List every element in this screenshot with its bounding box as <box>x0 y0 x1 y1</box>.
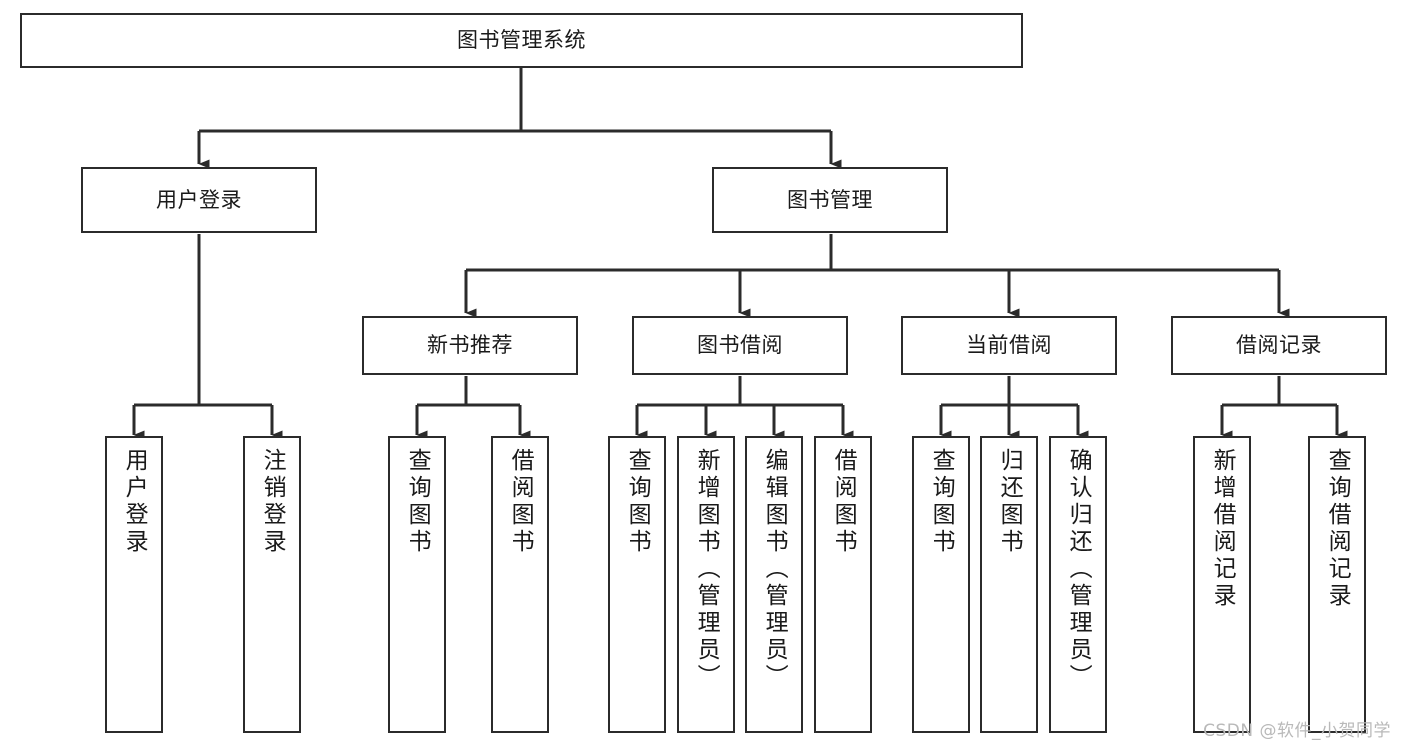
leaf-book-borrow-borrow[interactable]: 借阅图书 <box>814 436 872 733</box>
leaf-new-book-borrow-label: 借阅图书 <box>507 448 534 556</box>
node-new-book-recommend-label: 新书推荐 <box>427 333 513 358</box>
leaf-borrow-record-add[interactable]: 新增借阅记录 <box>1193 436 1251 733</box>
node-book-borrow-label: 图书借阅 <box>697 333 783 358</box>
leaf-current-borrow-query-label: 查询图书 <box>928 448 955 556</box>
leaf-book-borrow-query-label: 查询图书 <box>624 448 651 556</box>
leaf-current-borrow-confirm-return[interactable]: 确认归还（管理员） <box>1049 436 1107 733</box>
leaf-current-borrow-query[interactable]: 查询图书 <box>912 436 970 733</box>
leaf-borrow-record-query-label: 查询借阅记录 <box>1324 448 1351 610</box>
leaf-book-borrow-query[interactable]: 查询图书 <box>608 436 666 733</box>
node-user-login-label: 用户登录 <box>156 187 242 212</box>
leaf-user-login-login-label: 用户登录 <box>121 448 148 556</box>
leaf-new-book-query[interactable]: 查询图书 <box>388 436 446 733</box>
leaf-book-borrow-add-label: 新增图书（管理员） <box>693 448 720 691</box>
leaf-book-borrow-edit[interactable]: 编辑图书（管理员） <box>745 436 803 733</box>
leaf-book-borrow-edit-label: 编辑图书（管理员） <box>761 448 788 691</box>
node-borrow-record[interactable]: 借阅记录 <box>1171 316 1387 375</box>
leaf-new-book-borrow[interactable]: 借阅图书 <box>491 436 549 733</box>
node-root-system[interactable]: 图书管理系统 <box>20 13 1023 68</box>
leaf-borrow-record-add-label: 新增借阅记录 <box>1209 448 1236 610</box>
leaf-user-login-logout[interactable]: 注销登录 <box>243 436 301 733</box>
leaf-new-book-query-label: 查询图书 <box>404 448 431 556</box>
leaf-current-borrow-return-label: 归还图书 <box>996 448 1023 556</box>
node-book-management[interactable]: 图书管理 <box>712 167 948 233</box>
leaf-current-borrow-return[interactable]: 归还图书 <box>980 436 1038 733</box>
leaf-borrow-record-query[interactable]: 查询借阅记录 <box>1308 436 1366 733</box>
node-current-borrow-label: 当前借阅 <box>966 333 1052 358</box>
node-book-borrow[interactable]: 图书借阅 <box>632 316 848 375</box>
leaf-book-borrow-borrow-label: 借阅图书 <box>830 448 857 556</box>
leaf-user-login-login[interactable]: 用户登录 <box>105 436 163 733</box>
node-user-login[interactable]: 用户登录 <box>81 167 317 233</box>
node-root-system-label: 图书管理系统 <box>457 28 586 53</box>
node-current-borrow[interactable]: 当前借阅 <box>901 316 1117 375</box>
node-borrow-record-label: 借阅记录 <box>1236 333 1322 358</box>
node-new-book-recommend[interactable]: 新书推荐 <box>362 316 578 375</box>
node-book-management-label: 图书管理 <box>787 187 873 212</box>
leaf-current-borrow-confirm-return-label: 确认归还（管理员） <box>1065 448 1092 691</box>
leaf-user-login-logout-label: 注销登录 <box>259 448 286 556</box>
leaf-book-borrow-add[interactable]: 新增图书（管理员） <box>677 436 735 733</box>
